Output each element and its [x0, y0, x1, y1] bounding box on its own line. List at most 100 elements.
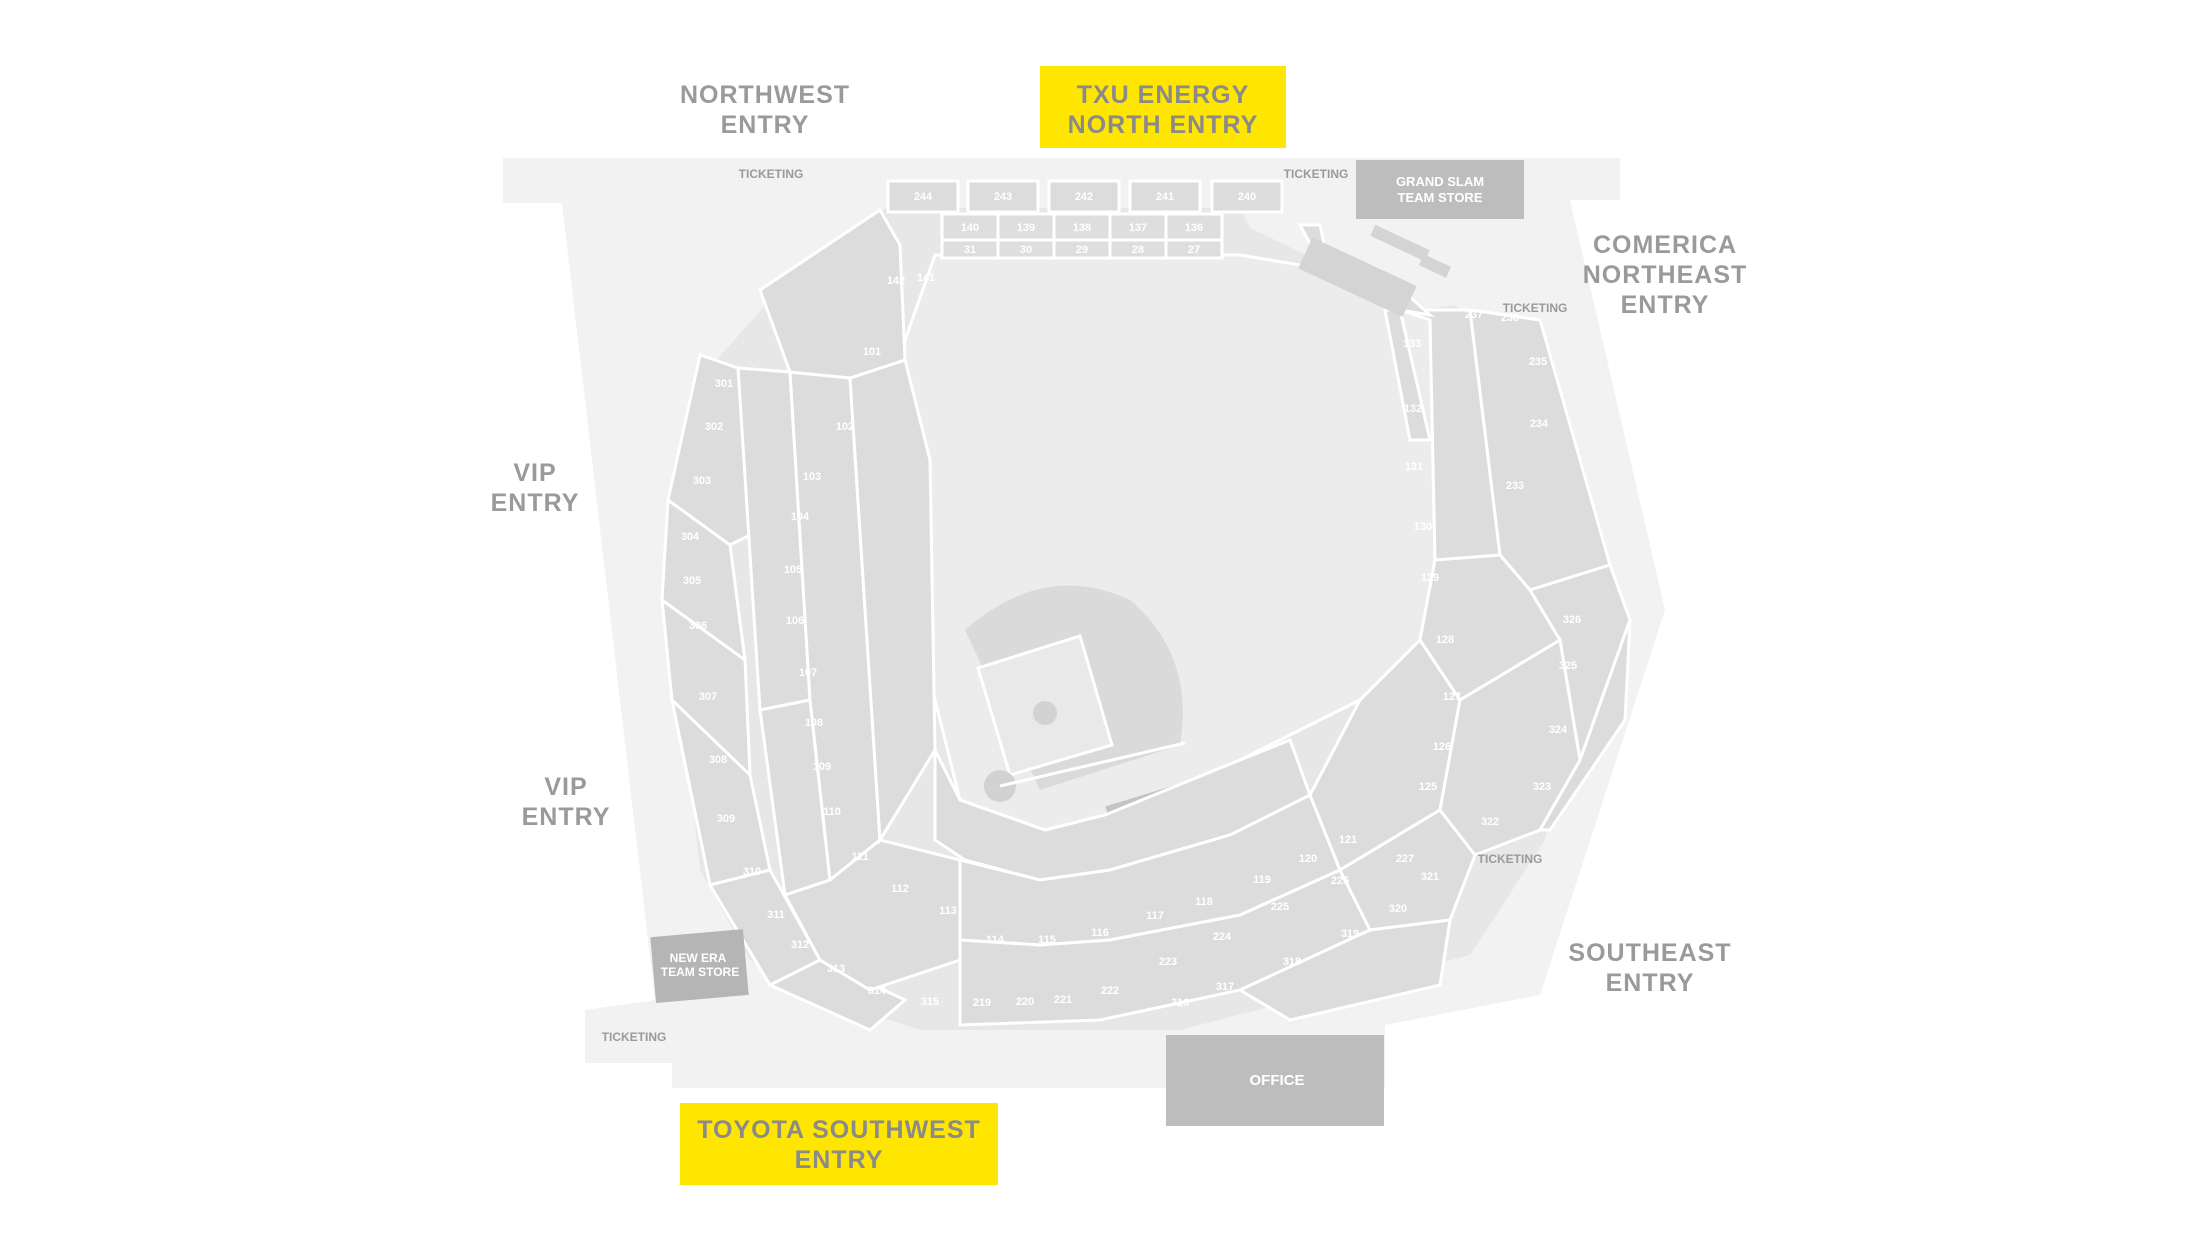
- office-building: [1166, 1035, 1384, 1126]
- section-label[interactable]: 103: [803, 471, 821, 483]
- section-label[interactable]: 223: [1159, 956, 1177, 968]
- ticketing-southwest: TICKETING: [602, 1030, 667, 1044]
- section-label[interactable]: 244: [914, 191, 933, 203]
- section-label[interactable]: 125: [1419, 781, 1437, 793]
- vip-upper-line-1: VIP: [513, 459, 557, 487]
- section-label[interactable]: 116: [1091, 927, 1109, 939]
- section-label[interactable]: 226: [1331, 875, 1349, 887]
- section-label[interactable]: 303: [693, 475, 711, 487]
- section-label[interactable]: 240: [1238, 191, 1256, 203]
- section-label[interactable]: 314: [868, 985, 887, 997]
- section-label[interactable]: 127: [1443, 691, 1461, 703]
- section-label[interactable]: 312: [791, 939, 809, 951]
- section-label[interactable]: 131: [1405, 461, 1423, 473]
- section-label[interactable]: 139: [1017, 222, 1035, 234]
- section-label[interactable]: 105: [784, 564, 802, 576]
- ticketing-southeast: TICKETING: [1478, 852, 1543, 866]
- section-label[interactable]: 307: [699, 691, 717, 703]
- vip-entry-lower-label: VIP ENTRY: [506, 772, 626, 832]
- vip-upper-line-2: ENTRY: [490, 489, 580, 517]
- section-label[interactable]: 141: [917, 272, 935, 284]
- section-label[interactable]: 132: [1404, 403, 1422, 415]
- section-label[interactable]: 235: [1529, 356, 1547, 368]
- section-label[interactable]: 241: [1156, 191, 1174, 203]
- section-label[interactable]: 114: [986, 934, 1005, 946]
- section-label[interactable]: 305: [683, 575, 701, 587]
- section-label[interactable]: 304: [681, 531, 700, 543]
- section-label[interactable]: 110: [823, 806, 841, 818]
- section-label[interactable]: 309: [717, 813, 735, 825]
- section-label[interactable]: 104: [791, 511, 810, 523]
- vip-entry-upper-label: VIP ENTRY: [475, 458, 595, 518]
- section-label[interactable]: 120: [1299, 853, 1317, 865]
- section-label[interactable]: 109: [813, 761, 831, 773]
- txu-energy-north-entry-label: TXU ENERGY NORTH ENTRY: [1040, 66, 1286, 148]
- section-label[interactable]: 128: [1436, 634, 1454, 646]
- section-label[interactable]: 137: [1129, 222, 1147, 234]
- section-label[interactable]: 222: [1101, 985, 1119, 997]
- section-label[interactable]: 219: [973, 997, 991, 1009]
- section-label[interactable]: 317: [1216, 981, 1234, 993]
- section-label[interactable]: 237: [1465, 309, 1483, 321]
- section-label[interactable]: 221: [1054, 994, 1072, 1006]
- section-label[interactable]: 301: [715, 378, 733, 390]
- section-label[interactable]: 318: [1283, 956, 1301, 968]
- section-label[interactable]: 323: [1533, 781, 1551, 793]
- section-label[interactable]: 326: [1563, 614, 1581, 626]
- section-label[interactable]: 102: [836, 421, 854, 433]
- section-label[interactable]: 106: [786, 615, 804, 627]
- section-label[interactable]: 227: [1396, 853, 1414, 865]
- section-label[interactable]: 319: [1341, 928, 1359, 940]
- section-label[interactable]: 324: [1549, 724, 1568, 736]
- toyota-southwest-entry-label: TOYOTA SOUTHWEST ENTRY: [680, 1103, 998, 1185]
- section-label[interactable]: 29: [1076, 244, 1088, 256]
- section-label[interactable]: 316: [1171, 997, 1189, 1009]
- section-label[interactable]: 30: [1020, 244, 1032, 256]
- section-label[interactable]: 311: [767, 909, 785, 921]
- section-label[interactable]: 31: [964, 244, 976, 256]
- section-label[interactable]: 313: [827, 963, 845, 975]
- section-label[interactable]: 121: [1339, 834, 1357, 846]
- section-label[interactable]: 129: [1421, 572, 1439, 584]
- section-label[interactable]: 115: [1038, 934, 1056, 946]
- section-label[interactable]: 126: [1433, 741, 1451, 753]
- section-label[interactable]: 306: [689, 620, 707, 632]
- section-label[interactable]: 220: [1016, 996, 1034, 1008]
- section-label[interactable]: 111: [851, 851, 868, 863]
- section-label[interactable]: 302: [705, 421, 723, 433]
- section-label[interactable]: 236: [1501, 312, 1519, 324]
- section-label[interactable]: 310: [743, 866, 761, 878]
- section-label[interactable]: 140: [961, 222, 979, 234]
- section-label[interactable]: 138: [1073, 222, 1091, 234]
- section-label[interactable]: 234: [1530, 418, 1549, 430]
- section-label[interactable]: 136: [1185, 222, 1203, 234]
- south-seating: [933, 637, 1477, 1027]
- section-label[interactable]: 308: [709, 754, 727, 766]
- section-label[interactable]: 118: [1195, 896, 1213, 908]
- section-label[interactable]: 117: [1146, 910, 1164, 922]
- grand-slam-label-1: GRAND SLAM: [1396, 174, 1484, 189]
- section-label[interactable]: 224: [1213, 931, 1232, 943]
- section-label[interactable]: 108: [805, 717, 823, 729]
- section-label[interactable]: 28: [1132, 244, 1144, 256]
- section-label[interactable]: 322: [1481, 816, 1499, 828]
- section-label[interactable]: 113: [939, 905, 957, 917]
- section-label[interactable]: 315: [921, 996, 939, 1008]
- northwest-entry-line-2: ENTRY: [720, 111, 810, 139]
- section-label[interactable]: 325: [1559, 660, 1577, 672]
- section-label[interactable]: 107: [799, 667, 817, 679]
- section-label[interactable]: 233: [1506, 480, 1524, 492]
- grand-slam-team-store: [1356, 160, 1524, 219]
- section-label[interactable]: 101: [863, 346, 881, 358]
- section-label[interactable]: 133: [1403, 338, 1421, 350]
- section-label[interactable]: 112: [891, 883, 909, 895]
- section-label[interactable]: 225: [1271, 901, 1289, 913]
- section-label[interactable]: 320: [1389, 903, 1407, 915]
- section-label[interactable]: 27: [1188, 244, 1200, 256]
- section-label[interactable]: 119: [1253, 874, 1271, 886]
- section-label[interactable]: 142: [887, 275, 905, 287]
- section-label[interactable]: 243: [994, 191, 1012, 203]
- section-label[interactable]: 321: [1421, 871, 1439, 883]
- section-label[interactable]: 242: [1075, 191, 1093, 203]
- section-label[interactable]: 130: [1414, 521, 1432, 533]
